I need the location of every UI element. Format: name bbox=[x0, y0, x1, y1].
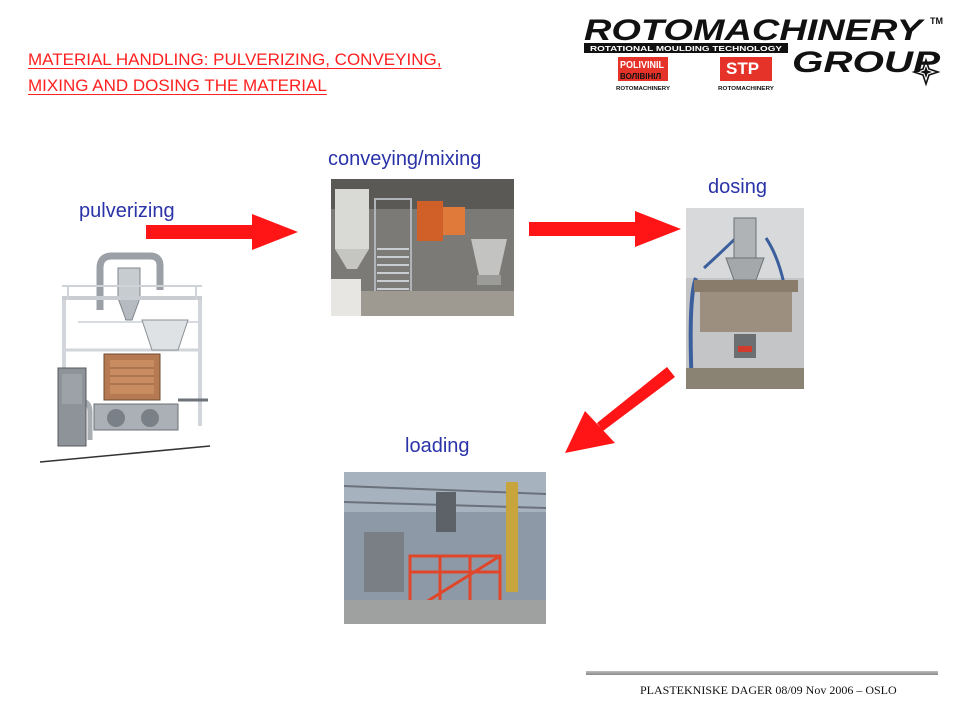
footer-rule bbox=[586, 671, 938, 675]
rotomachinery-logo: ROTOMACHINERY TM ROTATIONAL MOULDING TEC… bbox=[580, 10, 950, 100]
logo-tagline: ROTATIONAL MOULDING TECHNOLOGY bbox=[590, 44, 782, 53]
flow-arrow-conveying-to-dosing bbox=[529, 211, 681, 247]
slide-title-line-1: MATERIAL HANDLING: PULVERIZING, CONVEYIN… bbox=[28, 50, 442, 69]
step-label-dosing: dosing bbox=[708, 176, 767, 198]
logo-wordmark-line-1: ROTOMACHINERY bbox=[584, 14, 926, 47]
slide-title-line-2: MIXING AND DOSING THE MATERIAL bbox=[28, 76, 327, 95]
step-label-loading: loading bbox=[405, 435, 470, 457]
stp-brand: STP bbox=[726, 59, 759, 78]
svg-text:ВОЛIВIНIЛ: ВОЛIВIНIЛ bbox=[620, 72, 661, 81]
logo-star-icon bbox=[911, 57, 941, 87]
pulverizer-machine-image bbox=[38, 250, 213, 468]
flow-arrow-pulverizing-to-conveying bbox=[146, 214, 298, 250]
dosing-photo bbox=[686, 208, 804, 389]
polivinil-brand: POLIVINIL bbox=[620, 60, 664, 71]
flow-arrow-dosing-to-loading bbox=[563, 365, 675, 455]
logo-trademark: TM bbox=[930, 16, 943, 26]
step-label-conveying-mixing: conveying/mixing bbox=[328, 148, 482, 170]
loading-photo bbox=[344, 472, 546, 624]
conveying-mixing-photo bbox=[331, 179, 514, 316]
polivinil-caption: ROTOMACHINERY bbox=[616, 86, 670, 92]
stp-caption: ROTOMACHINERY bbox=[718, 86, 774, 92]
step-label-pulverizing: pulverizing bbox=[79, 200, 175, 222]
footer-text: PLASTEKNISKE DAGER 08/09 Nov 2006 – OSLO bbox=[640, 683, 897, 697]
